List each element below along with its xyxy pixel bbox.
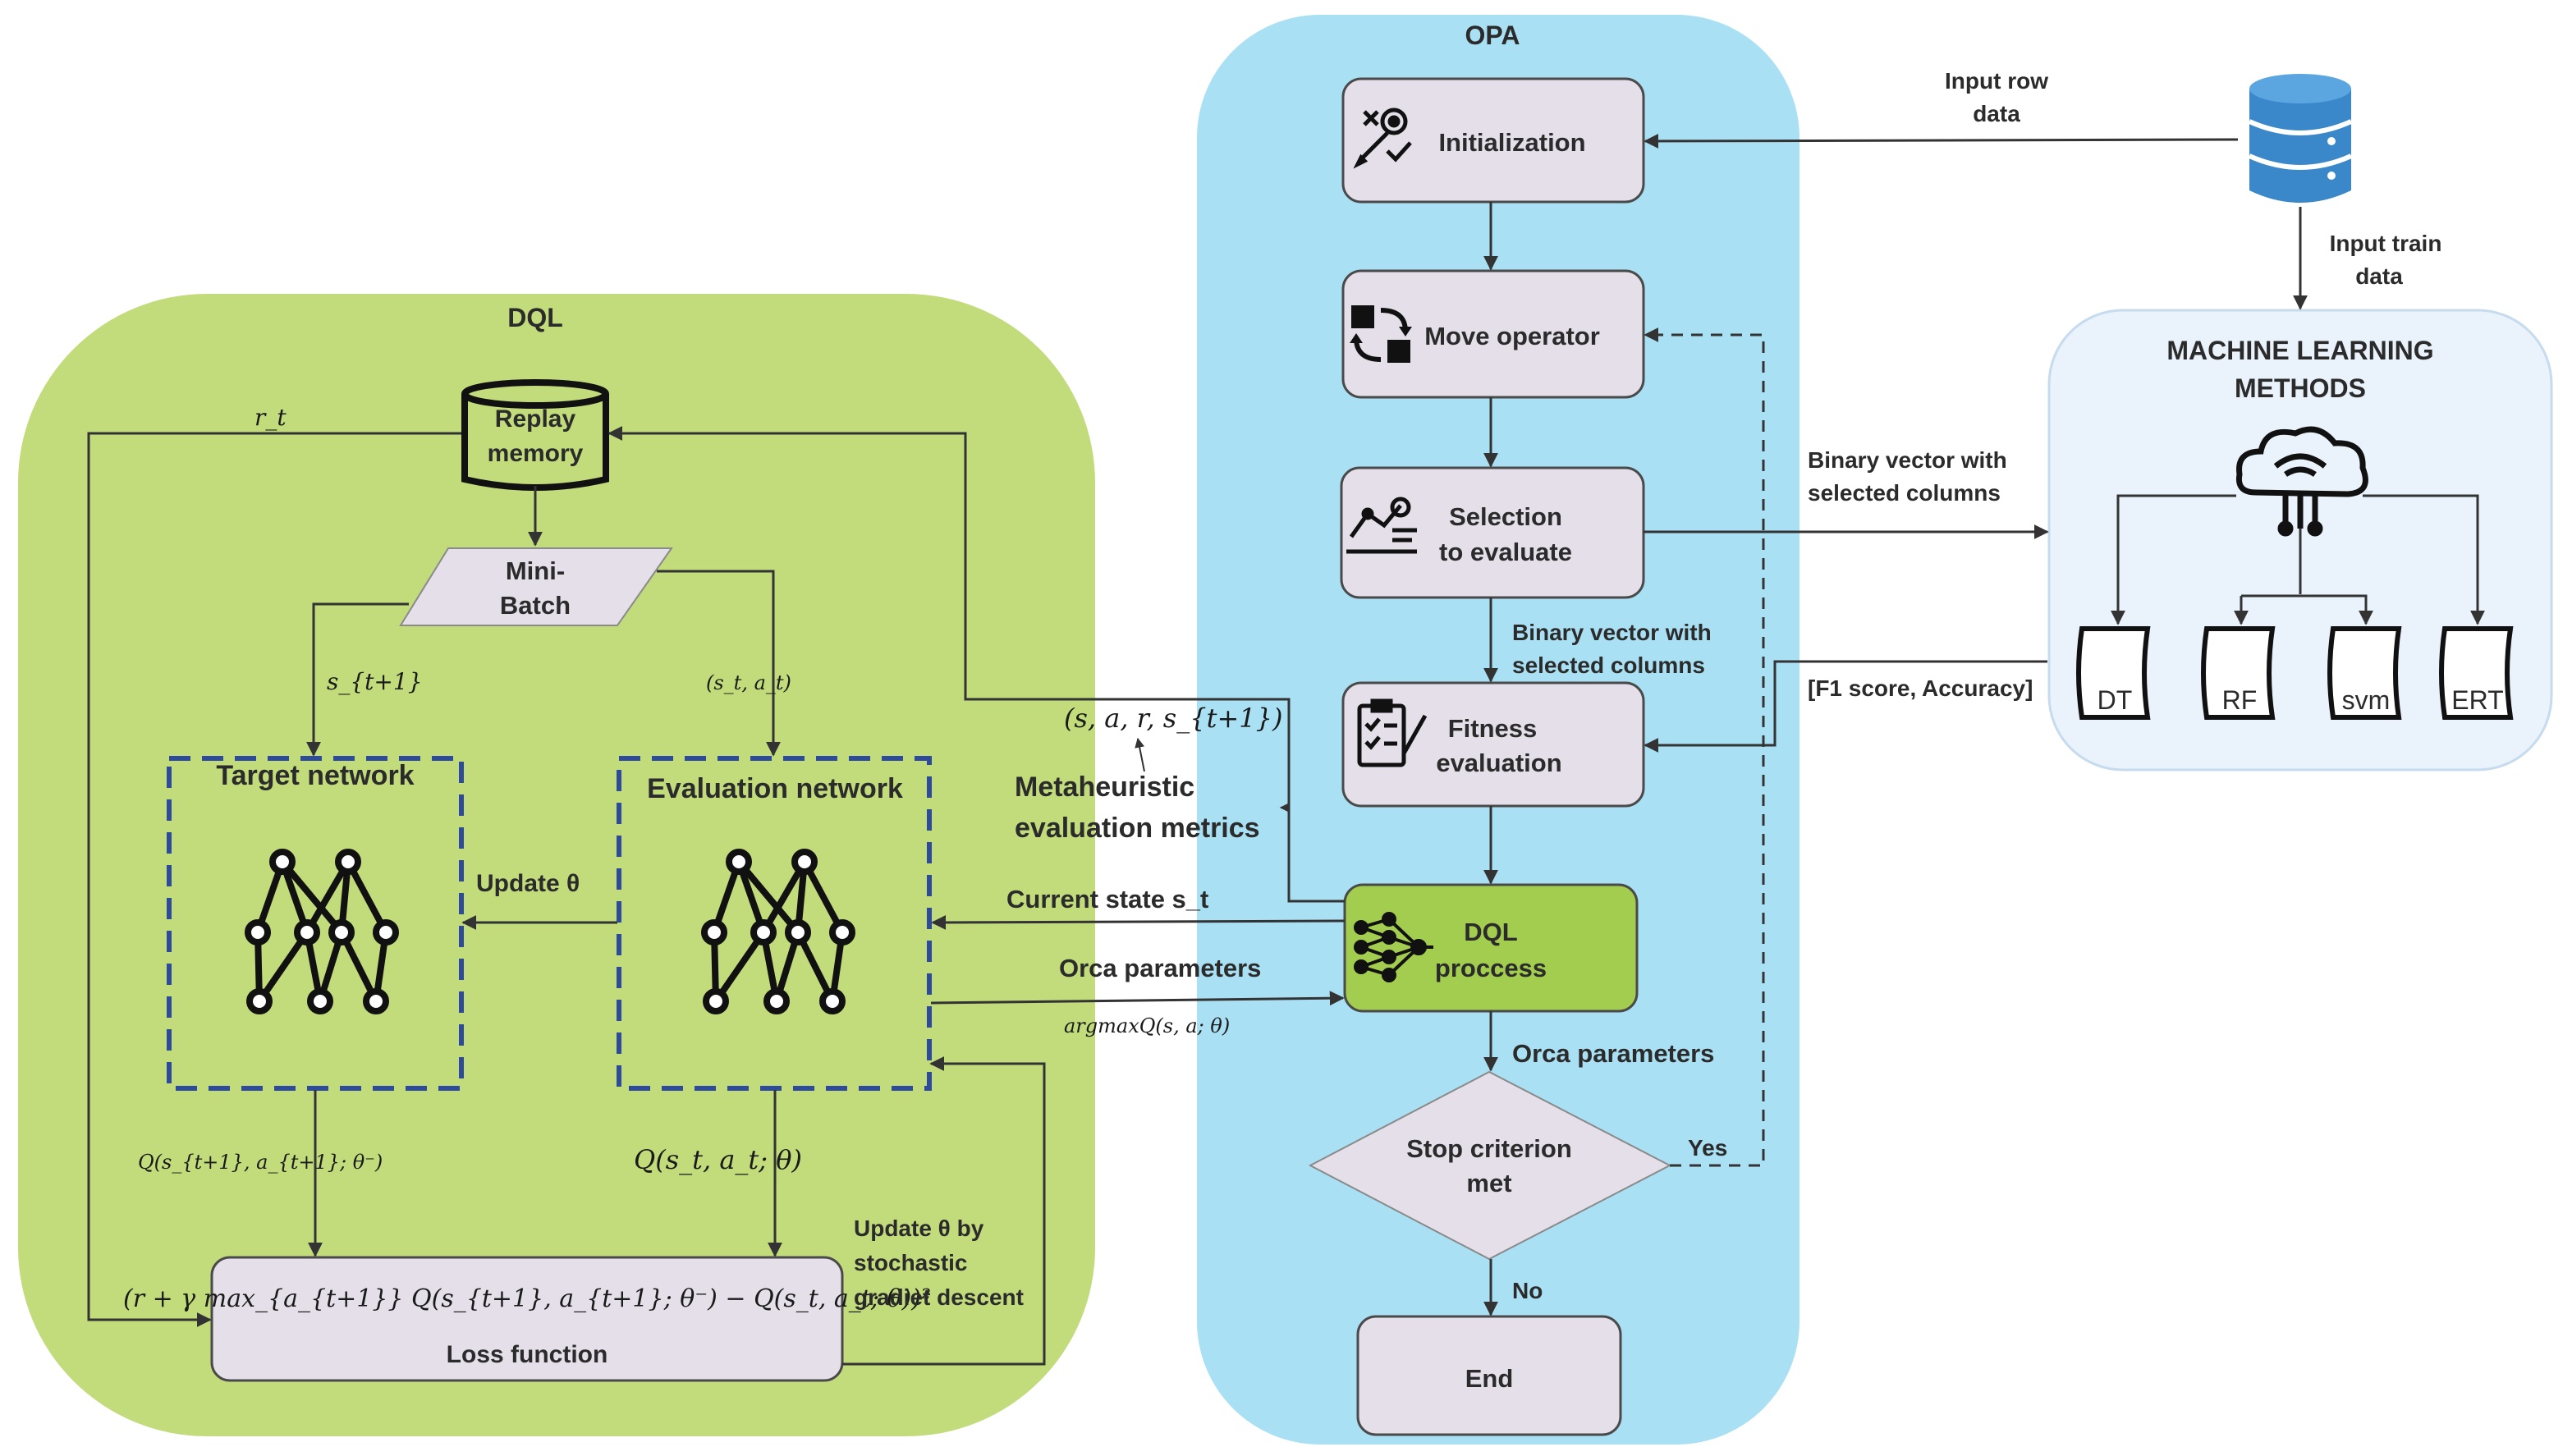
dql-process-label-2: proccess (1435, 954, 1547, 982)
replay-label-2: memory (488, 440, 584, 467)
metaheuristic-label-2: evaluation metrics (1015, 813, 1260, 844)
right-binary-vector-2: selected columns (1808, 480, 2001, 506)
dql-process-box: DQL proccess (1343, 883, 1639, 1013)
model-ert-label: ERT (2451, 685, 2503, 715)
dql-title: DQL (507, 303, 563, 332)
stop-criterion-diamond: Stop criterion met (1308, 1070, 1672, 1261)
right-binary-vector-1: Binary vector with (1808, 447, 2007, 473)
mini-batch-label-1: Mini- (506, 556, 565, 585)
neural-network-icon (701, 849, 855, 1014)
opa-title: OPA (1465, 21, 1520, 50)
input-train-1: Input train (2330, 231, 2442, 256)
dql-process-label-1: DQL (1464, 918, 1517, 946)
move-operator-box: Move operator (1341, 269, 1645, 399)
end-label: End (1465, 1364, 1514, 1393)
model-rf-label: RF (2222, 685, 2258, 715)
argmax-label: argmaxQ(s, a; θ) (1064, 1014, 1230, 1037)
fitness-box: Fitness evaluation (1341, 681, 1645, 808)
model-dt: DT (2076, 626, 2151, 720)
q-eval-label: Q(s_t, a_t; θ) (634, 1144, 802, 1175)
metaheuristic-label-1: Metaheuristic (1015, 771, 1194, 803)
opa-binary-vector-2: selected columns (1512, 652, 1705, 678)
input-row-2: data (1973, 101, 2020, 126)
fitness-label-2: evaluation (1436, 749, 1561, 777)
sgd-label-1: Update θ by (854, 1216, 984, 1241)
transition-label: (s, a, r, s_{t+1}) (1064, 703, 1282, 734)
sgd-label-3: gradiet descent (854, 1284, 1024, 1310)
settings-tools-icon (1353, 108, 1412, 169)
s-next-label: s_{t+1} (327, 668, 423, 695)
neural-network-icon (245, 849, 399, 1014)
current-state-label: Current state s_t (1006, 885, 1208, 913)
database-icon (2248, 74, 2353, 203)
fitness-label-1: Fitness (1448, 714, 1538, 743)
ml-title-1: MACHINE LEARNING (2166, 336, 2433, 365)
mini-batch: Mini- Batch (399, 547, 673, 626)
selection-box: Selection to evaluate (1340, 466, 1645, 599)
model-ert: ERT (2439, 626, 2514, 720)
no-label: No (1512, 1278, 1543, 1303)
target-network-title: Target network (216, 760, 414, 791)
move-arrows-icon (1350, 305, 1412, 363)
stop-label-1: Stop criterion (1406, 1134, 1572, 1163)
loss-function-box: (r + γ max_{a_{t+1}} Q(s_{t+1}, a_{t+1};… (123, 1256, 931, 1382)
loss-label: Loss function (447, 1341, 608, 1368)
s-a-label: (s_t, a_t) (706, 671, 791, 694)
opa-orca-params: Orca parameters (1512, 1039, 1714, 1068)
update-theta-label: Update θ (476, 870, 580, 897)
q-target-label: Q(s_{t+1}, a_{t+1}; θ⁻) (138, 1151, 383, 1174)
stop-label-2: met (1466, 1169, 1511, 1197)
orca-params-label: Orca parameters (1059, 954, 1261, 982)
checklist-icon (1357, 698, 1428, 767)
evaluation-network-frame (617, 756, 932, 1091)
initialization-box: Initialization (1341, 77, 1645, 204)
loss-formula: (r + γ max_{a_{t+1}} Q(s_{t+1}, a_{t+1};… (123, 1284, 931, 1313)
replay-label-1: Replay (495, 405, 576, 433)
yes-label: Yes (1688, 1135, 1727, 1161)
initialization-label: Initialization (1438, 128, 1585, 157)
target-network-frame (167, 756, 464, 1091)
move-operator-label: Move operator (1424, 322, 1600, 350)
model-svm-label: svm (2342, 685, 2391, 715)
sgd-label-2: stochastic (854, 1250, 968, 1275)
ml-title-2: METHODS (2235, 373, 2366, 403)
opa-binary-vector-1: Binary vector with (1512, 620, 1712, 645)
dql-panel (18, 294, 1095, 1436)
selection-label-1: Selection (1449, 502, 1562, 531)
end-box: End (1356, 1315, 1622, 1436)
brain-circuit-icon (2235, 426, 2368, 537)
model-rf: RF (2201, 626, 2276, 720)
input-row-1: Input row (1945, 68, 2048, 94)
input-train-2: data (2355, 263, 2403, 289)
rt-label: r_t (254, 404, 287, 431)
evaluation-network-title: Evaluation network (647, 773, 903, 804)
mini-batch-label-2: Batch (500, 591, 571, 620)
neural-flow-icon (1354, 912, 1433, 982)
f1-accuracy: [F1 score, Accuracy] (1808, 675, 2033, 701)
model-svm: svm (2327, 626, 2402, 720)
replay-memory: Replay memory (461, 379, 609, 491)
model-dt-label: DT (2097, 685, 2133, 715)
selection-label-2: to evaluate (1439, 538, 1572, 566)
selection-icon (1346, 497, 1417, 554)
